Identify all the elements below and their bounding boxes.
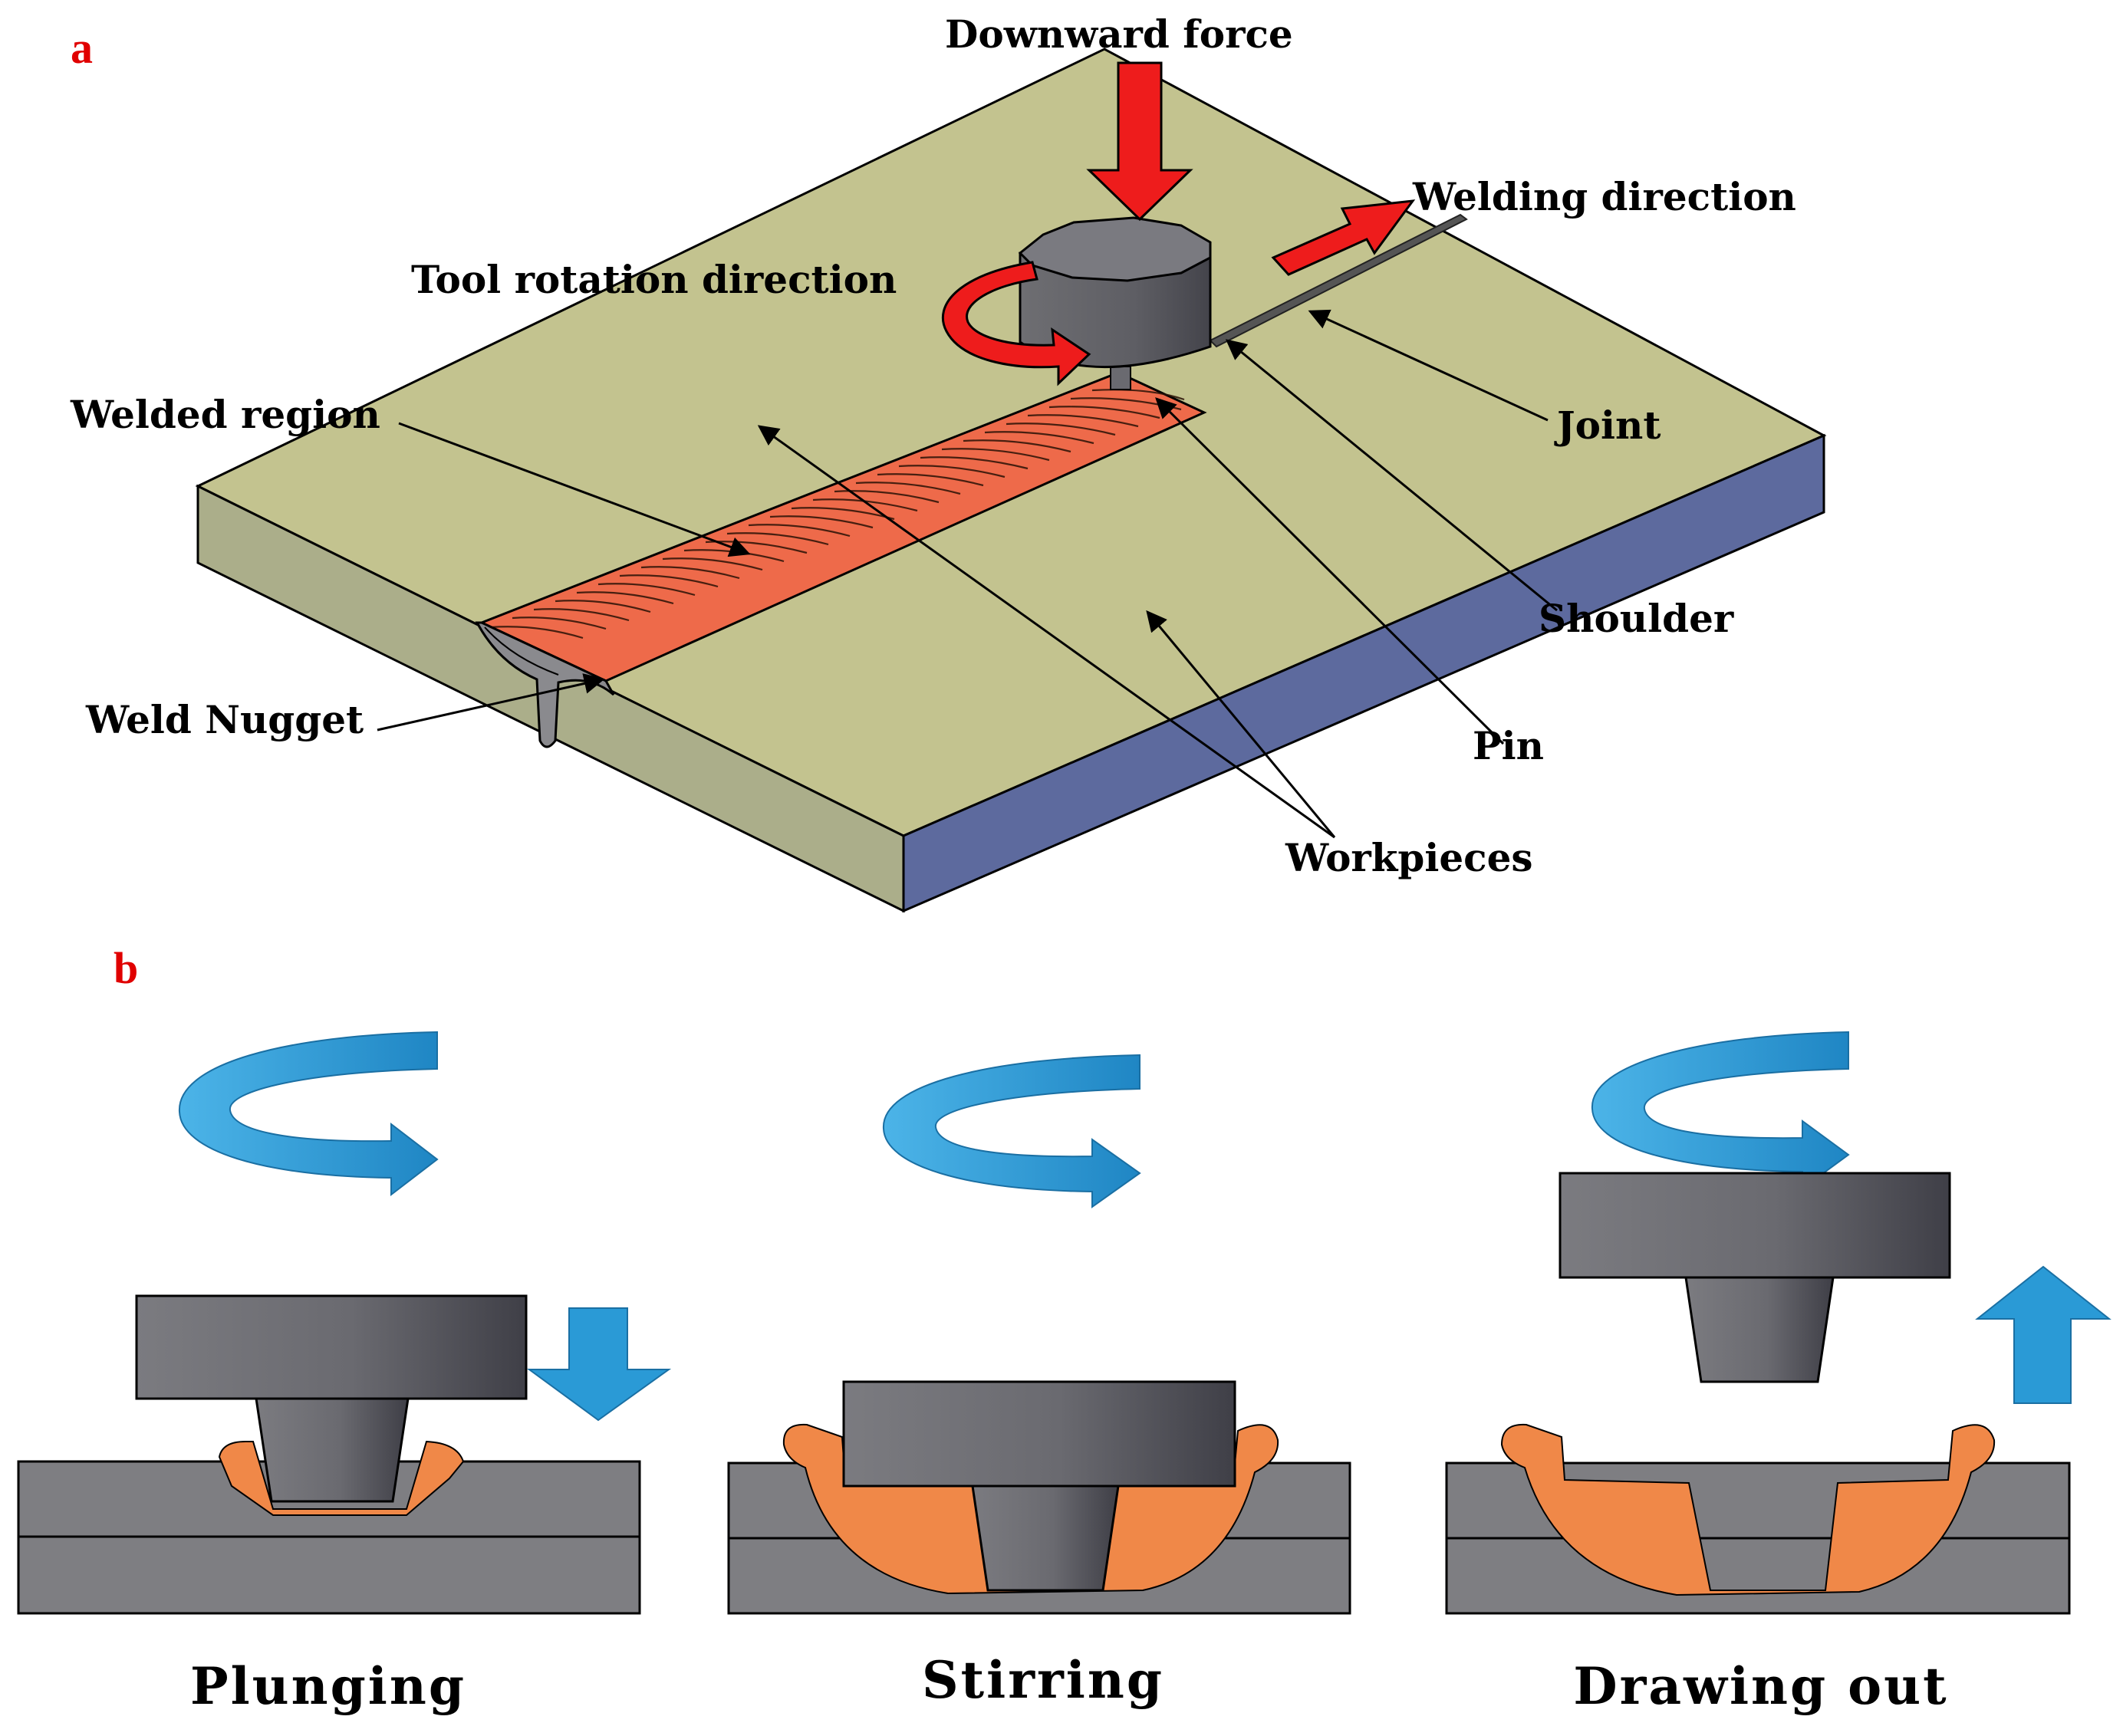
label-tool-rotation: Tool rotation direction: [411, 257, 897, 302]
rotation-arrow-stirring: [882, 1054, 1141, 1208]
welding-direction-arrow: [1271, 199, 1416, 276]
rotation-arrow-drawing-out: [1591, 1031, 1850, 1190]
panel-a-letter: a: [71, 23, 93, 73]
label-weld-nugget: Weld Nugget: [85, 697, 364, 742]
label-welding-direction: Welding direction: [1412, 174, 1796, 219]
panel-b: b Plunging Stirring: [17, 943, 2111, 1716]
stage-drawing-out: Drawing out: [1445, 1031, 2111, 1716]
plate-side-face: [902, 433, 1825, 913]
leader-pin: [1155, 397, 1505, 745]
tool-rotation-arrow: [941, 261, 1091, 386]
panel-a: a: [70, 12, 1827, 913]
label-shoulder: Shoulder: [1539, 596, 1734, 641]
stage-label-stirring: Stirring: [922, 1650, 1164, 1710]
panel-b-letter: b: [114, 943, 138, 993]
flash-plunging: [218, 1440, 465, 1516]
flash-drawing-out: [1500, 1423, 1996, 1596]
tool-pin-plunging: [255, 1397, 410, 1503]
stage-label-drawing-out: Drawing out: [1573, 1656, 1948, 1716]
label-joint: Joint: [1554, 403, 1661, 448]
label-welded-region: Welded region: [70, 392, 380, 437]
down-arrow: [526, 1307, 672, 1422]
fsw-tool: [1018, 216, 1212, 390]
tool-shoulder-plunging: [135, 1294, 528, 1400]
stage-plunging: Plunging: [17, 1031, 672, 1716]
leader-lines: [377, 309, 1558, 839]
tool-shoulder-stirring: [842, 1380, 1236, 1488]
downward-force-arrow: [1086, 61, 1193, 222]
leader-joint: [1308, 309, 1549, 422]
leader-workpiece-2: [1146, 610, 1336, 838]
label-pin: Pin: [1473, 723, 1544, 768]
label-workpieces: Workpieces: [1285, 835, 1533, 880]
tool-shoulder-drawing-out: [1559, 1172, 1951, 1279]
stage-stirring: Stirring: [727, 1054, 1351, 1710]
stage-label-plunging: Plunging: [190, 1656, 466, 1716]
tool-pin-stirring: [971, 1484, 1120, 1592]
up-arrow: [1975, 1265, 2111, 1404]
leader-workpiece-1: [757, 425, 1335, 839]
tool-pin: [1110, 366, 1131, 390]
leader-weld-nugget: [377, 673, 605, 732]
rotation-arrow-plunging: [178, 1031, 439, 1197]
label-downward-force: Downward force: [945, 12, 1293, 57]
leader-welded-region: [398, 422, 751, 557]
leader-shoulder: [1225, 339, 1558, 612]
tool-pin-drawing-out: [1684, 1276, 1835, 1383]
joint-line: [1209, 213, 1468, 348]
